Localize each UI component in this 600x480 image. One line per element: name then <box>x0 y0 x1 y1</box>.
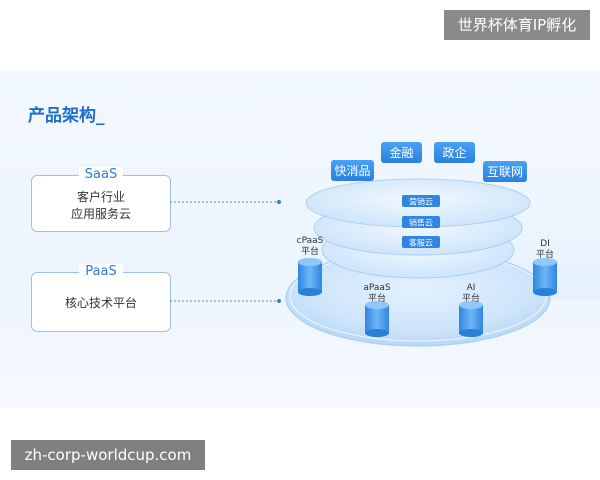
industry-tag-chip: 政企 <box>434 142 475 163</box>
industry-tag-label: 政企 <box>442 145 466 160</box>
watermark-top: 世界杯体育IP孵化 <box>444 10 590 40</box>
paas-component-sub: 平台 <box>536 248 554 260</box>
tier-name-text: SaaS <box>78 167 124 182</box>
saas-layer-pill: 销售云 <box>402 216 440 228</box>
saas-layer-label: 客服云 <box>409 238 433 248</box>
paas-component-name: DI <box>540 239 550 249</box>
saas-layer-label: 销售云 <box>409 218 433 228</box>
saas-tier-box: SaaS 客户行业 应用服务云 <box>31 167 171 232</box>
industry-tag-chip: 快消品 <box>331 160 374 181</box>
paas-tier-name: PaaS <box>32 264 170 279</box>
paas-component-sub: 平台 <box>301 245 319 257</box>
tier-name-text: PaaS <box>79 264 123 279</box>
paas-tier-line-1: 核心技术平台 <box>64 296 137 310</box>
industry-tag-chip: 互联网 <box>483 161 527 182</box>
saas-tier-name: SaaS <box>32 167 170 182</box>
paas-tier-box: PaaS 核心技术平台 <box>31 264 171 332</box>
saas-layer-pill: 营销云 <box>402 195 440 207</box>
saas-layer-pill: 客服云 <box>402 236 440 248</box>
paas-component-sub: 平台 <box>368 292 386 304</box>
paas-component-cylinder: cPaaS 平台 <box>297 236 324 296</box>
saas-layer-label: 营销云 <box>409 197 433 207</box>
industry-tag-label: 互联网 <box>487 165 523 179</box>
paas-component-cylinder: AI 平台 <box>459 283 483 337</box>
saas-tier-line-2: 应用服务云 <box>70 207 131 221</box>
saas-connector-dot <box>277 200 281 204</box>
paas-connector-dot <box>277 299 281 303</box>
paas-component-cylinder: aPaaS 平台 <box>363 283 391 337</box>
industry-tag-label: 快消品 <box>334 164 370 178</box>
paas-component-name: AI <box>467 283 476 293</box>
paas-component-name: aPaaS <box>363 283 391 293</box>
section-title: 产品架构_ <box>28 106 105 126</box>
watermark-bottom: zh-corp-worldcup.com <box>11 440 205 470</box>
industry-tag-label: 金融 <box>389 145 413 160</box>
paas-component-cylinder: DI 平台 <box>533 239 557 296</box>
paas-component-sub: 平台 <box>462 292 480 304</box>
saas-tier-line-1: 客户行业 <box>76 190 125 204</box>
paas-component-name: cPaaS <box>297 236 324 246</box>
industry-tag-chip: 金融 <box>381 142 422 163</box>
